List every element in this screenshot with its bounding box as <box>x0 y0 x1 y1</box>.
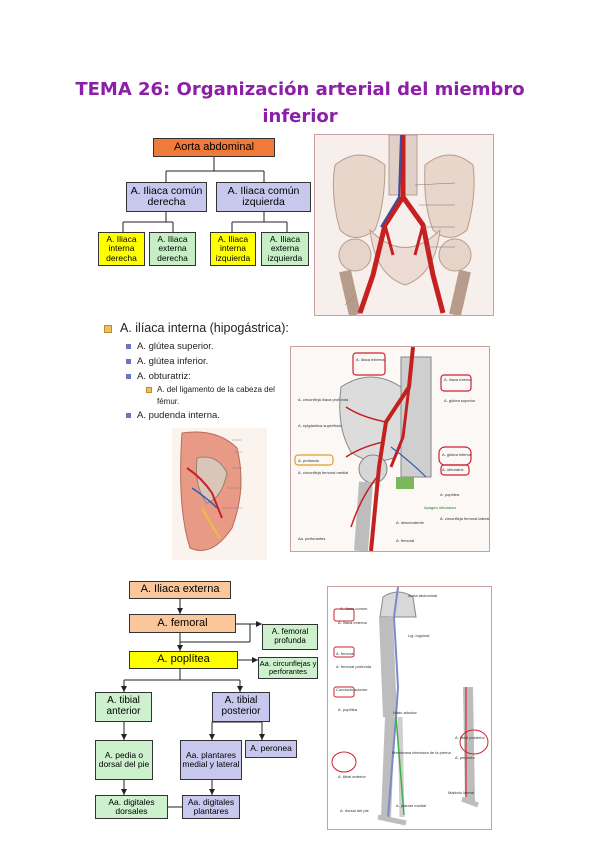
femoral-box: A. femoral <box>129 614 236 633</box>
hip-label-iliaca-externa: A. iliaca externa <box>356 357 384 362</box>
pelvis-arteries-illustration <box>314 134 494 316</box>
hip-label-obturador: Apagen obturador <box>424 505 456 510</box>
digitales-dorsales-box: Aa. digitales dorsales <box>95 795 168 819</box>
hip-label-perforantes: Aa. perforantes <box>298 536 325 541</box>
gluteal-drawing <box>172 428 267 560</box>
gluteal-region-illustration <box>172 428 267 560</box>
pedia-box: A. pedia o dorsal del pie <box>95 740 153 780</box>
bullet-square-icon <box>126 374 131 379</box>
leg-label-lig-inguinal: Lig. inguinal <box>408 633 429 638</box>
hip-label-obturatriz: A. obturatriz <box>442 467 464 472</box>
hip-label-poplitea: A. poplítea <box>440 492 459 497</box>
digitales-plantares-box: Aa. digitales plantares <box>182 795 240 819</box>
leg-label-poplitea: A. poplítea <box>338 707 357 712</box>
leg-label-plantar-medial: A. plantar medial <box>396 803 426 808</box>
iliaca-interna-derecha-box: A. Iliaca interna derecha <box>98 232 145 266</box>
iliaca-externa-izquierda-box: A. Iliaca externa izquierda <box>261 232 309 266</box>
leg-label-peronea: A. peronea <box>455 755 475 760</box>
bullet-square-icon <box>126 344 131 349</box>
hip-label-iliaca-interna: A. ilíaca interna <box>444 377 472 382</box>
bullet-femur: fémur. <box>157 397 179 406</box>
hip-label-circunfleja-lateral: A. circunfleja femoral lateral <box>440 516 489 521</box>
iliaca-comun-izquierda-box: A. Iliaca común izquierda <box>216 182 311 212</box>
hip-label-circunfleja-medial: A. circunfleja femoral medial <box>298 470 348 475</box>
hip-label-profunda: A. profunda <box>298 458 319 463</box>
bullet-marker-icon <box>104 325 112 333</box>
iliaca-externa-derecha-box: A. Iliaca externa derecha <box>149 232 196 266</box>
leg-label-conducto-aductor: Conducto aductor <box>336 687 368 692</box>
bullet-pudenda-interna: A. pudenda interna. <box>126 410 220 421</box>
leg-label-iliaca-externa: A. ilíaca externa <box>338 620 367 625</box>
leg-label-femoral: A. femoral <box>336 651 354 656</box>
circunflejas-box: Aa. circunflejas y perforantes <box>258 657 318 679</box>
bullet-square-icon <box>126 413 131 418</box>
iliaca-interna-izquierda-box: A. Iliaca interna izquierda <box>210 232 256 266</box>
iliaca-comun-derecha-box: A. Iliaca común derecha <box>126 182 207 212</box>
hip-label-epigastrica: A. epigástrica superficial <box>298 423 341 428</box>
leg-label-tibial-anterior: A. tibial anterior <box>338 774 366 779</box>
hip-label-descendente: A. descendente <box>396 520 424 525</box>
bullet-ligamento: A. del ligamento de la cabeza del <box>146 385 275 394</box>
iliaca-externa-box: A. Iliaca externa <box>129 581 231 599</box>
leg-label-hiato-aductor: Hiato aductor <box>393 710 417 715</box>
bullet-glutea-superior: A. glútea superior. <box>126 341 214 352</box>
tibial-posterior-box: A. tibial posterior <box>212 692 270 722</box>
leg-label-iliaca-comun: A. ilíaca común <box>340 606 367 611</box>
leg-label-tibial-posterior: A. tibial posterior <box>455 735 485 740</box>
hip-label-circunfleja-iliaca: A. circunfleja ilíaca profunda <box>298 397 348 402</box>
peronea-box: A. peronea <box>245 740 297 758</box>
femoral-profunda-box: A. femoral profunda <box>262 624 318 650</box>
leg-label-maleolo-lateral: Maléolo lateral <box>448 790 474 795</box>
aorta-abdominal-box: Aorta abdominal <box>153 138 275 157</box>
bullet-obturatriz: A. obturatriz: <box>126 371 191 382</box>
plantares-box: Aa. plantares medial y lateral <box>180 740 242 780</box>
poplitea-box: A. poplítea <box>129 651 238 669</box>
tibial-anterior-box: A. tibial anterior <box>95 692 152 722</box>
bullet-sub-icon <box>146 387 152 393</box>
pelvis-drawing <box>315 135 493 315</box>
leg-label-aorta: Aorta abdominal <box>408 593 437 598</box>
leg-label-femoral-profunda: A. femoral profunda <box>336 664 371 669</box>
bullet-square-icon <box>126 359 131 364</box>
hip-label-glutea-superior: A. glútea superior <box>444 398 475 403</box>
bullet-iliaca-interna: A. ilíaca interna (hipogástrica): <box>104 321 289 335</box>
leg-label-membrana: Membrana interósea de la pierna <box>392 750 451 755</box>
hip-label-femoral: A. femoral <box>396 538 414 543</box>
bullet-glutea-inferior: A. glútea inferior. <box>126 356 208 367</box>
hip-label-glutea-inferior: A. glútea inferior <box>442 452 471 457</box>
leg-label-dorsal-pie: A. dorsal del pie <box>340 808 369 813</box>
